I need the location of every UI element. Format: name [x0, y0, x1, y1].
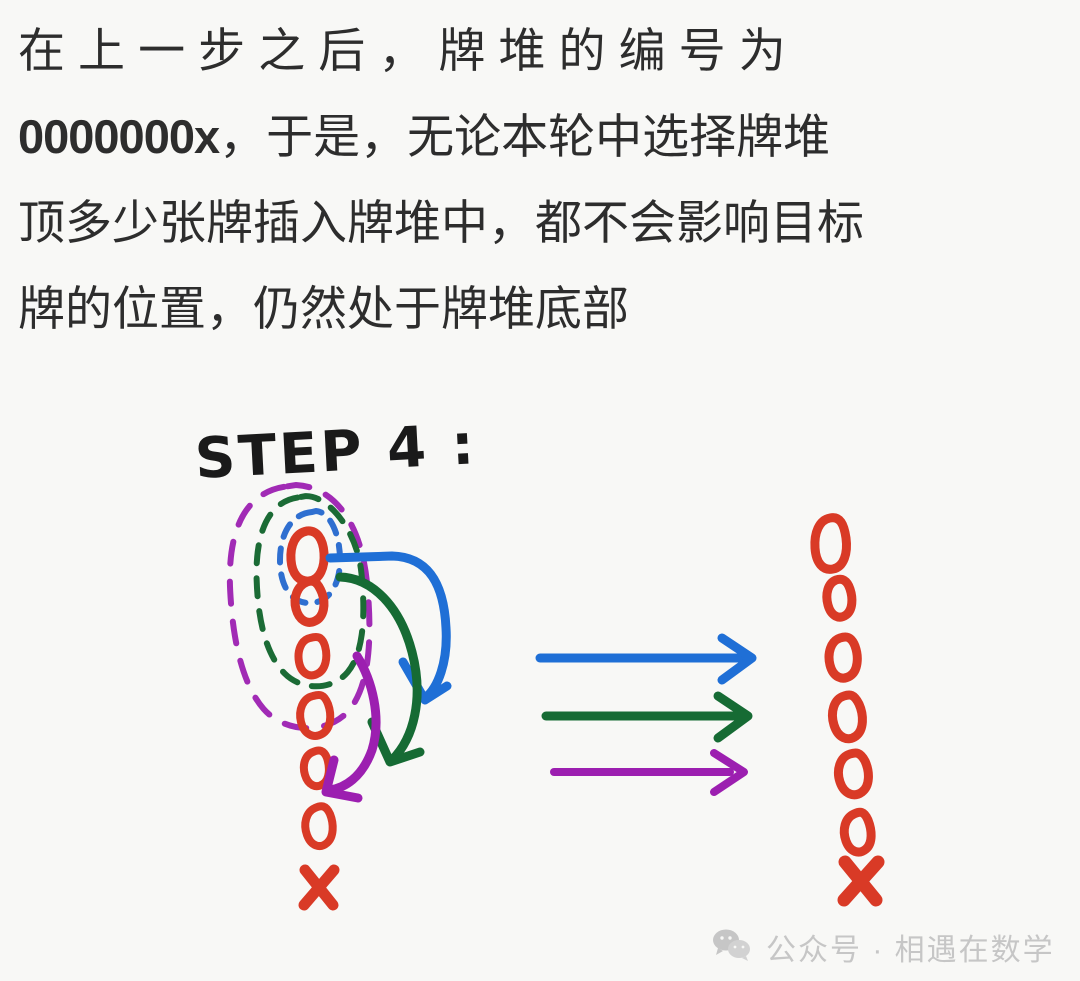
before-stack-symbol-1 — [286, 526, 329, 586]
before-stack-symbol-5 — [299, 746, 333, 791]
before-stack-symbol-7 — [298, 864, 340, 911]
before-stack-symbol-4 — [296, 691, 335, 740]
step-label-text: STEP 4 : — [193, 412, 478, 492]
after-stack — [810, 513, 885, 907]
before-stack-symbol-6 — [301, 802, 337, 850]
paragraph-line-3: 顶多少张牌插入牌堆中，都不会影响目标 — [18, 196, 864, 249]
green-transform-arrow — [541, 691, 753, 743]
after-stack-symbol-3 — [824, 632, 862, 683]
blue-transform-arrow — [535, 633, 757, 685]
after-stack-symbol-1 — [810, 513, 851, 574]
paragraph-line-1: 在 上 一 步 之 后 ， 牌 堆 的 编 号 为 — [18, 24, 786, 77]
before-stack-symbol-2 — [290, 576, 329, 627]
step-label: STEP 4 : — [193, 412, 478, 492]
before-stack-symbol-3 — [294, 633, 331, 680]
watermark-text: 公众号 · 相遇在数学 — [766, 934, 1055, 967]
after-stack-symbol-2 — [822, 574, 857, 622]
paragraph-line-4: 牌的位置，仍然处于牌堆底部 — [18, 282, 629, 335]
purple-transform-arrow — [550, 749, 748, 796]
purple-curved-arrow — [321, 651, 381, 803]
after-stack-symbol-4 — [827, 690, 867, 744]
blue-curved-arrow — [325, 551, 452, 705]
paragraph-line-2-rest: ，于是，无论本轮中选择牌堆 — [219, 110, 831, 163]
green-loop — [253, 493, 367, 690]
step4-diagram: STEP 4 : — [0, 390, 1080, 930]
watermark: 公众号 · 相遇在数学 — [712, 925, 1055, 969]
wechat-icon — [712, 928, 752, 967]
pile-code-value: 0000000x — [18, 110, 220, 163]
before-stack — [286, 526, 340, 911]
after-stack-symbol-6 — [839, 807, 876, 857]
explanation-paragraph: 在 上 一 步 之 后 ， 牌 堆 的 编 号 为 0000000x，于是，无论… — [18, 8, 1066, 352]
blue-loop — [276, 507, 344, 606]
paragraph-line-2: 0000000x，于是，无论本轮中选择牌堆 — [18, 94, 1066, 180]
after-stack-symbol-7 — [837, 855, 885, 907]
after-stack-symbol-5 — [833, 748, 873, 800]
